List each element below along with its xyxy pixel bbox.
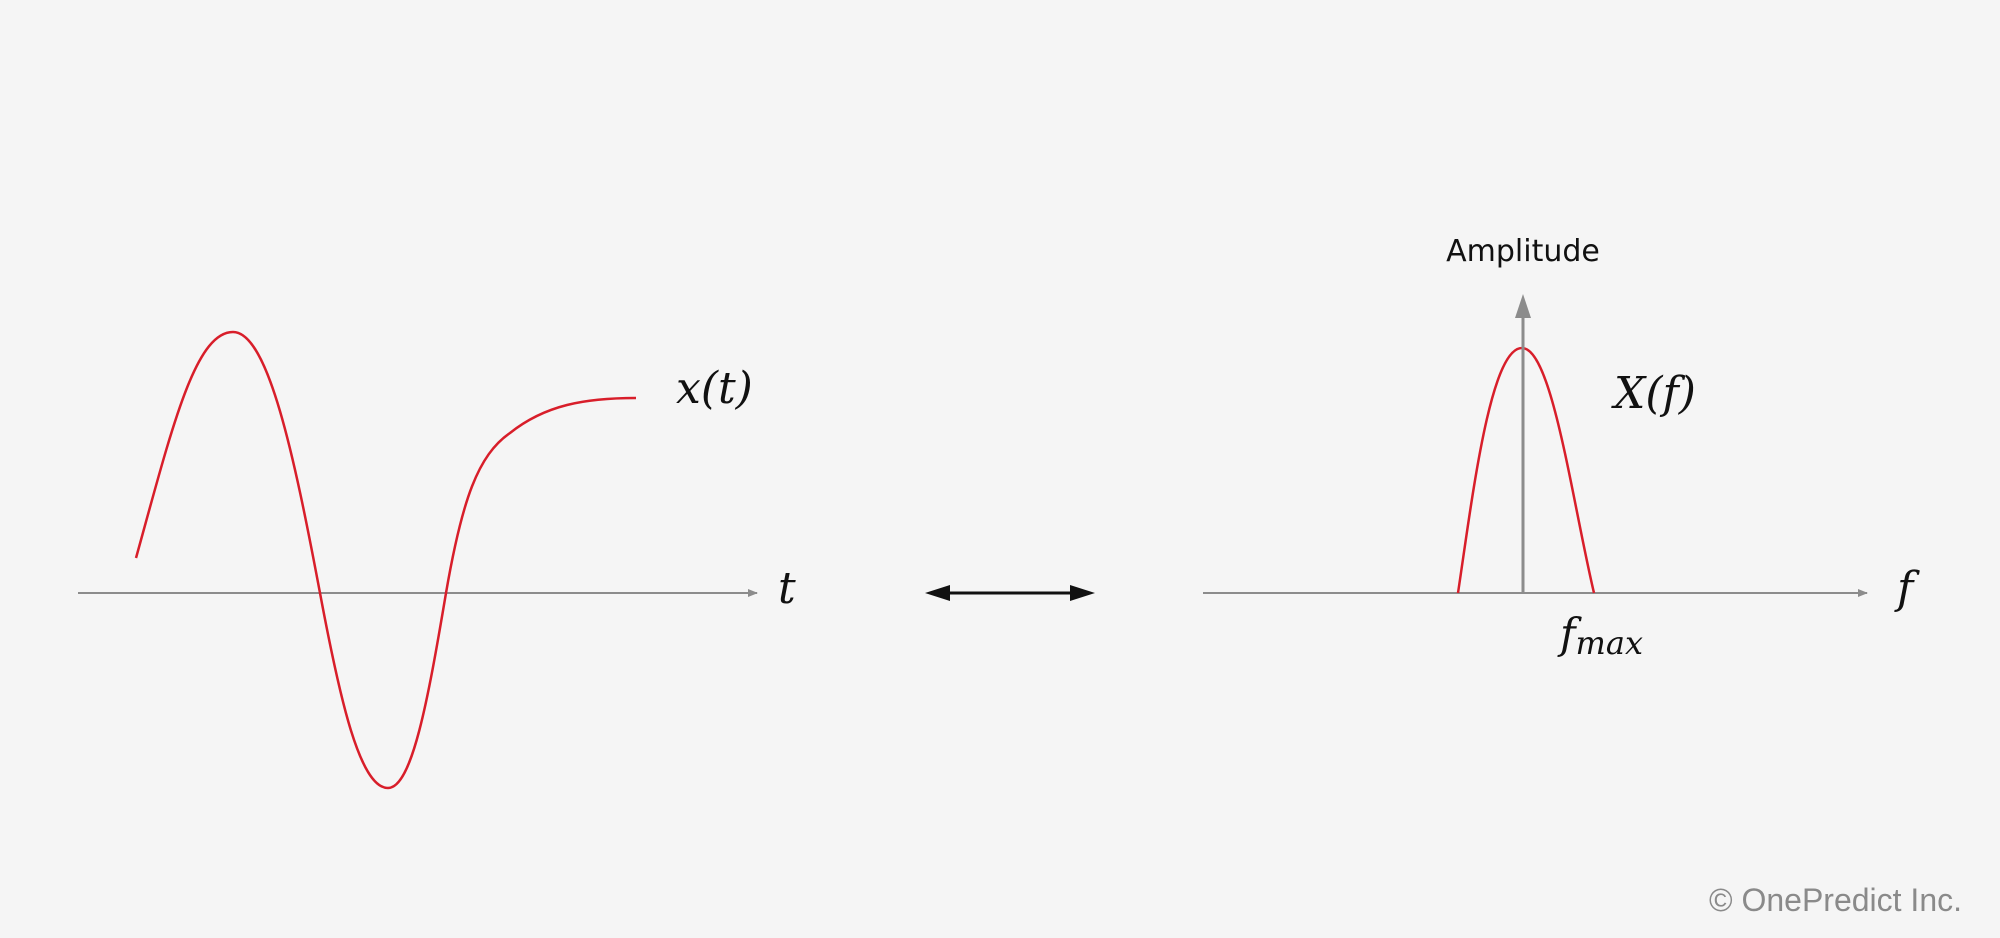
transform-arrow	[925, 585, 1095, 601]
frequency-domain-panel: Amplitude X(f) f fmax	[1203, 234, 1920, 662]
amplitude-axis-label: Amplitude	[1446, 234, 1600, 269]
time-signal-curve	[134, 330, 637, 790]
max-frequency-label: fmax	[1557, 609, 1643, 662]
copyright-notice: © OnePredict Inc.	[1709, 882, 1962, 918]
right-arrowhead-icon	[1070, 585, 1095, 601]
amplitude-axis-arrowhead-icon	[1515, 294, 1531, 318]
left-arrowhead-icon	[925, 585, 950, 601]
time-axis-label: t	[778, 563, 796, 614]
spectrum-label: X(f)	[1611, 368, 1696, 419]
time-signal-label: x(t)	[676, 363, 753, 414]
time-domain-panel: x(t) t	[78, 330, 796, 790]
max-frequency-subscript: max	[1576, 624, 1643, 662]
